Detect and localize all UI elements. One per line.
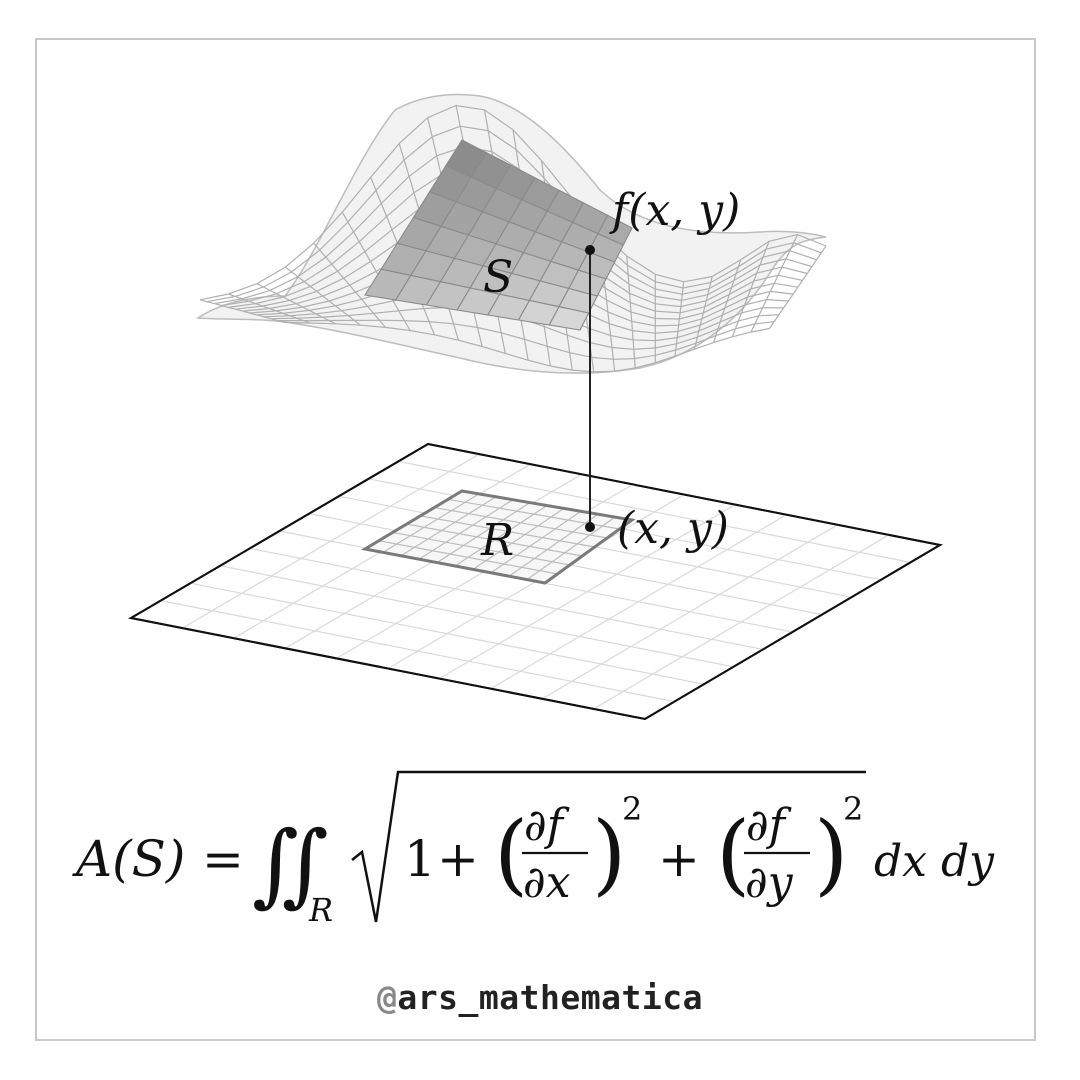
region-grid-line (382, 493, 480, 553)
surface-grid-line (206, 125, 822, 303)
region-grid-line (472, 507, 565, 570)
region-grid-line (378, 540, 558, 575)
region-grid-line (508, 513, 599, 577)
fraction-den-1: ∂x (523, 857, 571, 908)
surface-area-formula: A(S) = ∬ R 1 + ( ∂f ∂x ) 2 + ( ∂f ∂y ) 2… (72, 770, 995, 929)
at-sign: @ (377, 978, 398, 1017)
region-grid-line (436, 502, 531, 564)
plane-grid-line (249, 547, 764, 650)
patch-cell (548, 306, 590, 331)
plane-grid-line (490, 514, 787, 690)
plane-outline-top (128, 442, 943, 721)
fraction-num-2: ∂f (746, 800, 792, 851)
plane-grid-line (593, 534, 890, 710)
plane-grid-line (160, 600, 675, 703)
exponent-1: 2 (622, 790, 642, 828)
region-grid-line (454, 504, 548, 567)
region-R (360, 489, 636, 585)
label-xy: (x, y) (617, 503, 729, 554)
region-grid-line (392, 531, 570, 566)
fraction-num-1: ∂f (524, 800, 570, 851)
paren-close-1: ) (592, 802, 626, 905)
formula-plus-2: + (658, 830, 700, 888)
region-grid-line (526, 516, 616, 581)
formula-plus-1: + (437, 830, 479, 888)
region-grid-line (418, 499, 514, 560)
formula-differential: dx dy (874, 836, 995, 887)
paren-close-2: ) (814, 802, 848, 905)
region-grid-line (490, 510, 582, 574)
image-frame (35, 38, 1036, 1041)
point-plane (585, 522, 595, 532)
surface-grid-line (199, 104, 827, 301)
plane-grid-line (190, 582, 705, 685)
surface-grid-line (277, 319, 775, 360)
handle-name: ars_mathematica (397, 978, 703, 1017)
formula-equals: = (202, 830, 244, 888)
plane-grid-line (439, 504, 736, 680)
region-outline (360, 489, 636, 585)
author-handle: @ars_mathematica (0, 978, 1080, 1017)
plane-grid-line (541, 524, 838, 700)
plane-grid-line (219, 565, 734, 668)
point-surface (585, 245, 595, 255)
base-plane (128, 442, 943, 721)
region-grid-line (400, 496, 497, 557)
formula-integral: ∬ (252, 812, 329, 917)
radical-sign (351, 770, 866, 923)
exponent-2: 2 (843, 790, 863, 828)
surface-grid-line (284, 321, 770, 373)
label-f-xy: f(x, y) (609, 185, 740, 236)
label-S: S (483, 252, 513, 303)
formula-subscript: R (308, 891, 333, 929)
formula-lhs: A(S) (72, 830, 185, 888)
surface-grid-line (270, 306, 779, 350)
formula-one: 1 (404, 830, 436, 888)
label-R: R (480, 515, 514, 566)
fraction-den-2: ∂y (745, 857, 794, 908)
